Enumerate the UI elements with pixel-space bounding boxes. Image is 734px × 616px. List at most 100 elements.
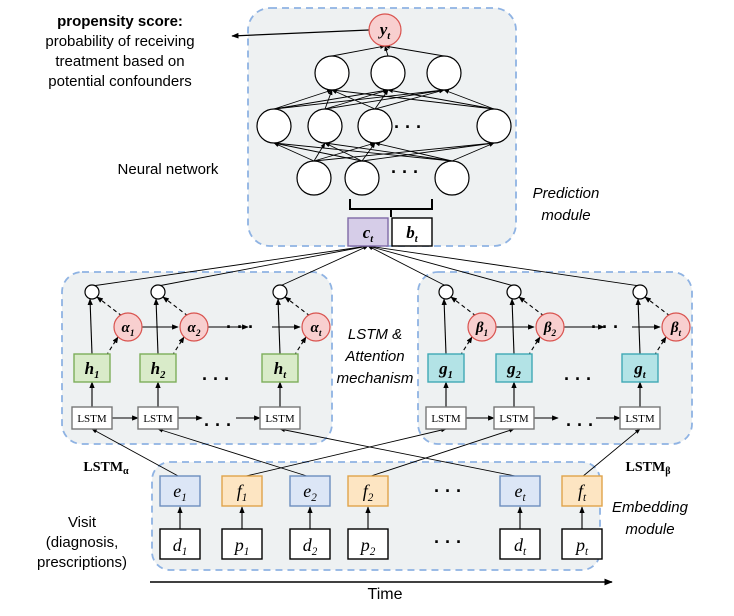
nn-hidden-node-l1-3 xyxy=(426,55,462,91)
ellipsis-bottom-hidden: · · · xyxy=(391,162,419,182)
ellipsis-embedding: · · · xyxy=(434,481,462,501)
propensity-title: propensity score: xyxy=(57,13,183,30)
embedding-to-lstm-alpha-edge xyxy=(157,428,311,478)
nn-edge xyxy=(331,44,386,57)
attention-beta-node-2 xyxy=(535,312,565,342)
nn-edge xyxy=(324,89,333,110)
hidden-h-to-attention-edge xyxy=(105,336,119,357)
nn-input-node-1 xyxy=(296,160,332,196)
input-node-d-2 xyxy=(289,528,331,560)
nn-hidden-node-l2-3 xyxy=(357,108,393,144)
prediction-module-label-2: module xyxy=(541,207,590,224)
context-edge xyxy=(367,245,447,287)
lstm-alpha-cell-2 xyxy=(137,406,179,430)
hidden-g-node-label-1: g1 xyxy=(438,359,453,381)
input-node-p-1 xyxy=(221,528,263,560)
ellipsis-g: · · · xyxy=(564,369,592,389)
nn-edge xyxy=(273,141,453,162)
nn-hidden-node-l1-2 xyxy=(370,55,406,91)
input-node-label-p-1: p1 xyxy=(233,535,250,558)
nn-edge xyxy=(331,89,376,110)
attention-beta-node-label-1: β1 xyxy=(475,320,488,339)
hidden-h-combine-node-3 xyxy=(272,284,288,300)
nn-edge xyxy=(324,88,445,110)
embedding-module-panel xyxy=(151,461,601,571)
baseline-vector-bt-label: bt xyxy=(406,223,419,245)
hidden-g-to-attention-edge xyxy=(459,336,473,357)
nn-edge xyxy=(324,89,389,110)
embedding-to-lstm-alpha-edge xyxy=(91,428,181,478)
ellipsis-top-hidden: · · · xyxy=(394,117,422,137)
nn-edge xyxy=(313,141,495,162)
nn-edge xyxy=(273,88,445,110)
lstm-beta-cell-1 xyxy=(425,406,467,430)
attention-beta-node-label-2: β2 xyxy=(543,320,557,339)
lstm-alpha-cell-1 xyxy=(71,406,113,430)
propensity-line-1: probability of receiving xyxy=(45,33,194,50)
ellipsis-lstm-alpha: · · · xyxy=(204,415,232,435)
hidden-h-combine-node-2 xyxy=(150,284,166,300)
nn-hidden-node-l2-2 xyxy=(307,108,343,144)
embedding-node-f-2 xyxy=(347,475,389,507)
attention-to-combine-edge xyxy=(518,296,545,317)
lstm-beta-label: LSTMβ xyxy=(626,460,671,477)
ellipsis-h: · · · xyxy=(202,369,230,389)
attention-alpha-node-label-3: αt xyxy=(311,320,322,339)
hidden-h-to-attention-edge xyxy=(293,336,307,357)
nn-edge xyxy=(331,88,495,110)
hidden-g-to-attention-edge xyxy=(653,336,667,357)
lstm-beta-cell-label-2: LSTM xyxy=(499,413,529,425)
hidden-g-to-combine-edge xyxy=(441,298,447,355)
time-label: Time xyxy=(368,586,403,603)
visit-label-2: (diagnosis, xyxy=(46,534,119,551)
lstm-beta-cell-2 xyxy=(493,406,535,430)
hidden-h-combine-node-1 xyxy=(84,284,100,300)
ellipsis-alpha: · · · xyxy=(226,317,254,337)
context-edge xyxy=(279,245,369,287)
embedding-node-label-f-1: f1 xyxy=(237,481,248,504)
embedding-node-label-e-2: e2 xyxy=(303,481,317,504)
hidden-g-combine-node-2 xyxy=(506,284,522,300)
embedding-node-e-1 xyxy=(159,475,201,507)
input-node-p-2 xyxy=(347,528,389,560)
nn-input-node-2 xyxy=(344,160,380,196)
hidden-h-node-3 xyxy=(261,353,299,383)
lstm-attention-label-1: LSTM & xyxy=(348,326,402,343)
attention-alpha-node-label-1: α1 xyxy=(122,320,135,339)
context-edge xyxy=(157,244,369,287)
context-vector-ct-label: ct xyxy=(363,223,375,245)
nn-edge xyxy=(384,44,445,57)
nn-edge xyxy=(324,141,453,162)
nn-edge xyxy=(361,142,376,162)
embedding-node-label-e-t: et xyxy=(514,481,526,504)
hidden-h-node-label-3: ht xyxy=(274,359,287,381)
lstm-beta-cell-label-3: LSTM xyxy=(625,413,655,425)
propensity-line-2: treatment based on xyxy=(55,53,184,70)
input-node-d-t xyxy=(499,528,541,560)
hidden-g-node-label-3: gt xyxy=(633,359,647,381)
ellipsis-beta: · · · xyxy=(591,317,619,337)
embedding-node-label-f-t: ft xyxy=(578,481,587,504)
input-node-label-d-1: d1 xyxy=(173,535,188,558)
lstm-attention-label-3: mechanism xyxy=(337,370,414,387)
lstm-beta-cell-label-1: LSTM xyxy=(431,413,461,425)
attention-alpha-node-2 xyxy=(179,312,209,342)
hidden-g-to-attention-edge xyxy=(527,336,541,357)
hidden-g-node-2 xyxy=(495,353,533,383)
lstm-attention-label-2: Attention xyxy=(344,348,404,365)
nn-edge xyxy=(273,89,333,110)
attention-alpha-node-1 xyxy=(113,312,143,342)
hidden-h-to-combine-edge xyxy=(87,298,93,355)
propensity-line-3: potential confounders xyxy=(48,73,191,90)
nn-input-node-3 xyxy=(434,160,470,196)
input-node-label-p-2: p2 xyxy=(359,535,376,558)
visit-label-1: Visit xyxy=(68,514,97,531)
nn-hidden-node-l2-4 xyxy=(476,108,512,144)
attention-to-combine-edge xyxy=(450,296,477,317)
edges xyxy=(87,29,671,586)
attention-beta-node-3 xyxy=(661,312,691,342)
neural-network-label: Neural network xyxy=(118,161,219,178)
hidden-g-combine-node-3 xyxy=(632,284,648,300)
embedding-to-lstm-alpha-edge xyxy=(279,427,521,478)
